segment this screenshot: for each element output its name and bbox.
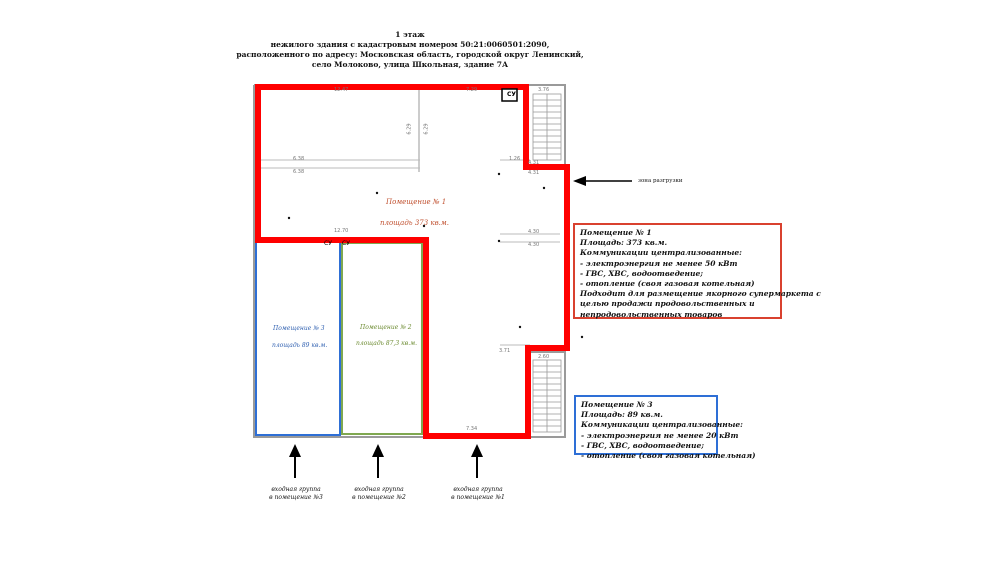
title-line-4: село Молоково, улица Школьная, здание 7А bbox=[311, 60, 509, 69]
room2-name: Помещение № 2 bbox=[360, 324, 412, 331]
plan-dots bbox=[287, 172, 584, 339]
dimension-label: 6.38 bbox=[293, 156, 305, 162]
dimension-label: 3.71 bbox=[499, 348, 511, 354]
dimension-label: 12.70 bbox=[334, 228, 349, 234]
dimension-label: 6.38 bbox=[293, 169, 305, 175]
info-line: - ГВС, ХВС, водоотведение; bbox=[581, 440, 705, 450]
su-box bbox=[501, 88, 518, 102]
unloading-zone-label: зона разгрузки bbox=[638, 178, 683, 184]
room2-outline bbox=[341, 242, 423, 435]
entrance-arrow-icon-2 bbox=[372, 444, 384, 478]
room3-name: Помещение № 3 bbox=[273, 325, 325, 332]
dimension-label: 7.34 bbox=[466, 426, 478, 432]
title-line-3: расположенного по адресу: Московская обл… bbox=[236, 50, 584, 59]
info-line: - электроэнергия не менее 50 кВт bbox=[580, 258, 738, 268]
dimension-label: 4.30 bbox=[528, 242, 540, 248]
title-line-1: 1 этаж bbox=[395, 30, 425, 39]
staircase-bottom bbox=[532, 359, 562, 433]
info-line: Коммуникации централизованные: bbox=[580, 248, 742, 258]
staircase-top bbox=[532, 93, 562, 161]
dimension-label: 4.30 bbox=[528, 229, 540, 235]
room1-outline bbox=[255, 84, 570, 439]
info-line: - электроэнергия не менее 20 кВт bbox=[581, 430, 739, 440]
plan-title: 1 этаж нежилого здания с кадастровым ном… bbox=[200, 30, 620, 70]
entrance-arrow-icon-1 bbox=[471, 444, 483, 478]
info-line: Коммуникации централизованные: bbox=[581, 420, 743, 430]
info-line: Площадь: 373 кв.м. bbox=[580, 238, 668, 248]
dimension-label: 3.76 bbox=[538, 87, 550, 93]
building-walls bbox=[253, 84, 566, 438]
info-line: - ГВС, ХВС, водоотведение; bbox=[580, 268, 704, 278]
dimension-label: 2.60 bbox=[538, 354, 550, 360]
su-label: СУ bbox=[342, 240, 350, 247]
room1-name: Помещение № 1 bbox=[386, 198, 447, 206]
dimension-label: 4.31 bbox=[528, 170, 540, 176]
room3-area: площадь 89 кв.м. bbox=[272, 342, 328, 349]
entrance-arrow-icon-3 bbox=[289, 444, 301, 478]
info-line: Помещение № 3 bbox=[581, 400, 653, 409]
info-line: непродовольственных товаров bbox=[580, 309, 723, 319]
room3-outline bbox=[255, 240, 341, 436]
unloading-arrow-icon bbox=[573, 176, 632, 186]
dimension-label: 4.31 bbox=[528, 160, 540, 166]
title-line-2: нежилого здания с кадастровым номером 50… bbox=[270, 40, 550, 49]
info-line: Площадь: 89 кв.м. bbox=[581, 410, 663, 420]
info-line: Подходит для размещение якорного суперма… bbox=[580, 289, 821, 299]
dimension-label: 6.29 bbox=[406, 123, 413, 135]
dimension-label: 12.47 bbox=[334, 87, 349, 93]
room1-area: площадь 373 кв.м. bbox=[380, 219, 449, 227]
su-label: СУ bbox=[507, 91, 517, 98]
su-label: СУ bbox=[324, 240, 332, 247]
info-line: Помещение № 1 bbox=[580, 228, 652, 237]
info-line: целью продажи продовольственных и bbox=[580, 299, 755, 309]
room3-info-box: Помещение № 3 Площадь: 89 кв.м. Коммуник… bbox=[574, 395, 756, 460]
dimension-label: 7.29 bbox=[466, 87, 478, 93]
room1-info-box: Помещение № 1 Площадь: 373 кв.м. Коммуни… bbox=[573, 223, 821, 319]
dimension-label: 6.29 bbox=[423, 123, 430, 135]
info-line: - отопление (своя газовая котельная) bbox=[580, 279, 755, 289]
dimension-label: 1.26 bbox=[509, 156, 521, 162]
room2-area: площадь 87,3 кв.м. bbox=[356, 340, 417, 347]
info-line: - отопление (своя газовая котельная) bbox=[581, 451, 756, 461]
